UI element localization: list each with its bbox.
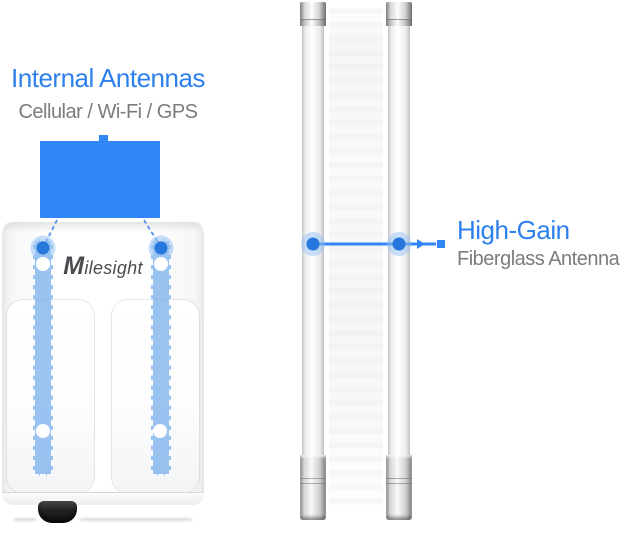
internal-antennas-highlight-box (40, 141, 160, 218)
fiberglass-antenna-subtitle: Fiberglass Antenna (457, 248, 620, 270)
router-device: Milesight (2, 222, 204, 505)
fiberglass-antenna-left (300, 2, 326, 520)
fiberglass-antenna-right (386, 2, 412, 520)
internal-antennas-title: Internal Antennas (11, 63, 205, 93)
device-bottom-base (2, 492, 204, 505)
antenna-base-ring (386, 483, 412, 484)
cable-gland (38, 501, 77, 523)
milesight-logo: Milesight (63, 252, 143, 280)
antenna-base-ring (300, 478, 326, 479)
device-shadow (80, 518, 192, 521)
antenna-top-cap (300, 2, 326, 26)
antenna-body (302, 26, 324, 455)
pointer-arrow-icon (417, 239, 425, 249)
antenna-base-ring (300, 483, 326, 484)
internal-antennas-subtitle: Cellular / Wi-Fi / GPS (18, 101, 198, 123)
antenna-base-ring (386, 478, 412, 479)
device-shadow (14, 518, 36, 521)
internal-antenna-strip-left (33, 239, 53, 476)
antenna-base-connector (300, 455, 326, 520)
antenna-reflection-glow (329, 8, 383, 506)
internal-antenna-strip-right (151, 239, 171, 476)
antenna-top-cap (386, 2, 412, 26)
antenna-base-connector (386, 455, 412, 520)
highlight-box-notch (99, 135, 108, 142)
pointer-end-square (437, 240, 445, 248)
antenna-body (388, 26, 410, 455)
high-gain-title: High-Gain (457, 215, 570, 245)
